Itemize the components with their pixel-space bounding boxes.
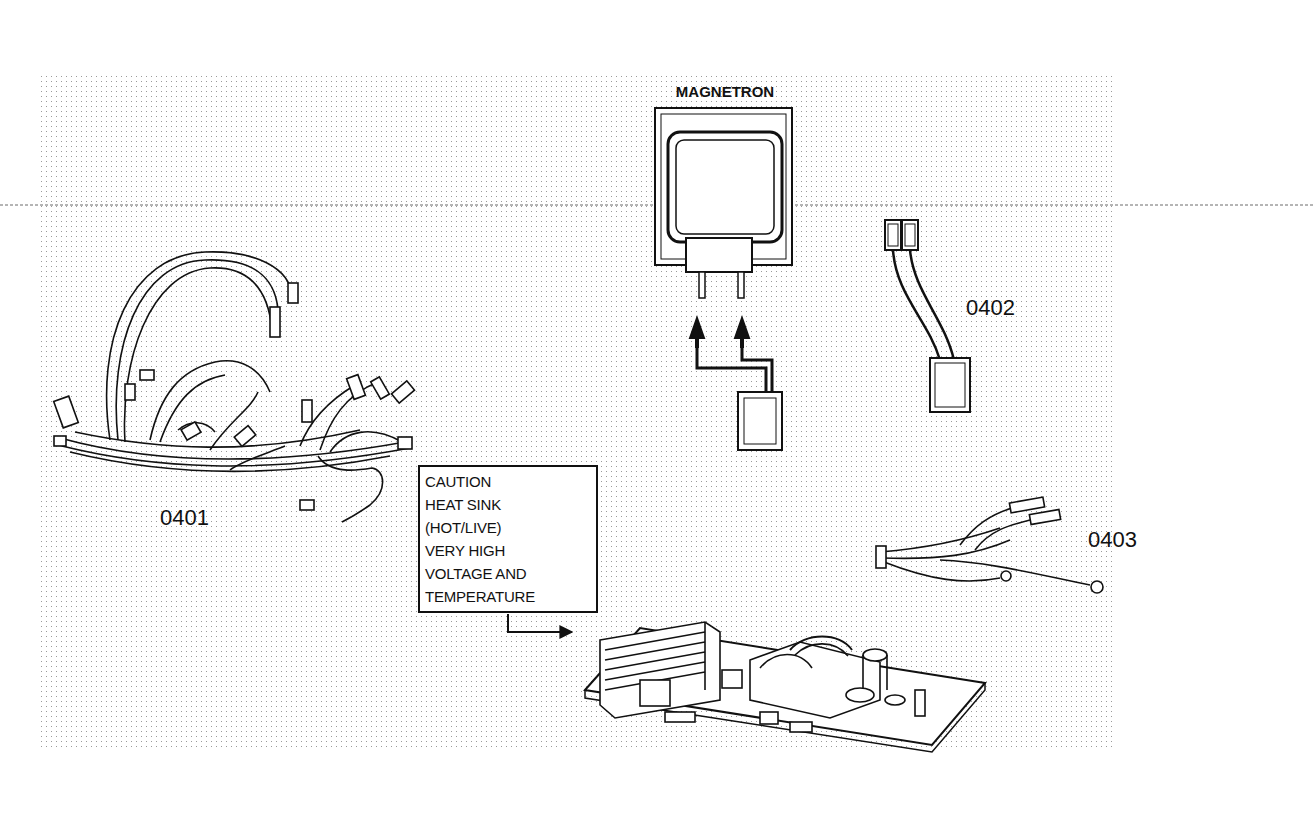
lead-wire-0402 [885,220,970,412]
lead-wire-0402-part [935,363,965,407]
inverter-board-part [605,632,705,650]
warning-box: CAUTIONHEAT SINK (HOT/LIVE) VERY HIGH VO… [418,465,598,613]
magnetron-drawing [655,108,792,298]
caution-leader-part [508,614,572,632]
magnetron-drawing-part [699,272,705,298]
magnetron-drawing-part [676,140,774,234]
inverter-board-part [722,670,742,688]
wire-harness-0401-part [320,382,378,450]
wire-harness-0403-part [1029,509,1060,524]
inverter-board-part [760,655,812,669]
wire-harness-0403-part [1091,581,1103,593]
caution-heading: CAUTION [425,470,497,493]
lead-wire-0402-part [910,250,954,360]
stipple-ground-part [40,75,1112,747]
wire-harness-0401-part [371,377,390,399]
wire-harness-0403-part [975,520,1030,550]
inverter-board-part [704,622,706,690]
lead-wire-0402-part [902,220,918,250]
inverter-board-part [640,680,670,706]
wire-harness-0401-part [347,375,366,400]
wire-harness-0401-part [181,422,201,440]
wire-harness-0403-part [940,560,1090,585]
magnetron-connector-part [695,336,699,348]
inverter-board-part [605,652,705,670]
wire-harness-0401-part [70,452,390,471]
wire-harness-0403-part [882,540,1010,558]
magnetron-connector-part [738,392,782,450]
callout-number: 0403 [1088,527,1137,553]
inverter-board-part [790,722,812,732]
magnetron-drawing-part [738,272,744,298]
lead-wire-0402-part [930,358,970,412]
inverter-board-part [915,690,925,716]
wire-harness-0401-part [116,260,278,440]
inverter-board-part [665,712,695,722]
wire-harness-0401-part [300,500,314,510]
inverter-board-part [885,695,905,705]
callout-number: 0401 [160,505,209,531]
wire-harness-0401 [54,252,415,522]
callout-number: 0402 [966,295,1015,321]
wire-harness-0403-part [1001,571,1011,581]
inverter-board-part [846,688,874,702]
wire-harness-0401-part [302,400,312,422]
wire-harness-0401-part [318,456,383,522]
wire-harness-0401-part [54,436,66,446]
magnetron-connector-part [744,398,776,444]
inverter-board-part [605,662,705,680]
lead-wire-0402-part [888,224,898,246]
wire-harness-0401-part [140,370,154,380]
wire-harness-0401-part [288,283,298,303]
wire-harness-0403-part [880,528,1000,552]
wire-harness-0401-part [62,446,410,466]
stipple-ground [40,75,1112,747]
caution-note: HEAT SINK (HOT/LIVE) VERY HIGH VOLTAGE A… [425,493,541,608]
wire-harness-0401-part [160,375,225,442]
magnetron-connector [690,318,782,450]
magnetron-drawing-part [686,238,752,272]
wire-harness-0401-part [330,432,402,452]
inverter-board-part [600,622,720,718]
wire-harness-0401-part [270,307,280,337]
magnetron-connector-part [697,346,766,392]
inverter-board-part [863,655,887,690]
wire-harness-0401-part [54,396,79,428]
magnetron-connector-part [690,318,704,338]
wire-harness-0401-part [398,437,412,449]
wire-harness-0401-part [124,268,272,442]
wire-harness-0403 [876,497,1103,593]
wire-harness-0401-part [210,392,258,450]
caution-leader [508,614,572,632]
magnetron-drawing-part [668,132,782,242]
wire-harness-0403-part [876,546,886,568]
wire-harness-0401-part [150,361,270,440]
lead-wire-0402-part [885,220,901,250]
inverter-board [585,622,985,752]
wire-harness-0401-part [125,384,135,400]
wire-harness-0401-part [230,446,285,470]
wire-harness-0401-part [234,426,256,447]
wire-harness-0403-part [1009,497,1044,513]
inverter-board-part [760,712,778,724]
wire-harness-0401-part [391,381,414,403]
inverter-board-part [605,642,705,660]
lead-wire-0402-part [893,250,940,360]
magnetron-connector-part [742,346,772,392]
inverter-board-part [863,649,887,661]
lead-wire-0402-part [905,224,915,246]
inverter-board-part [750,642,880,718]
inverter-board-part [795,644,848,656]
magnetron-connector-part [740,336,744,348]
magnetron-connector-part [735,318,749,338]
wire-harness-0401-part [107,252,292,440]
part-name: MAGNETRON [676,83,774,100]
